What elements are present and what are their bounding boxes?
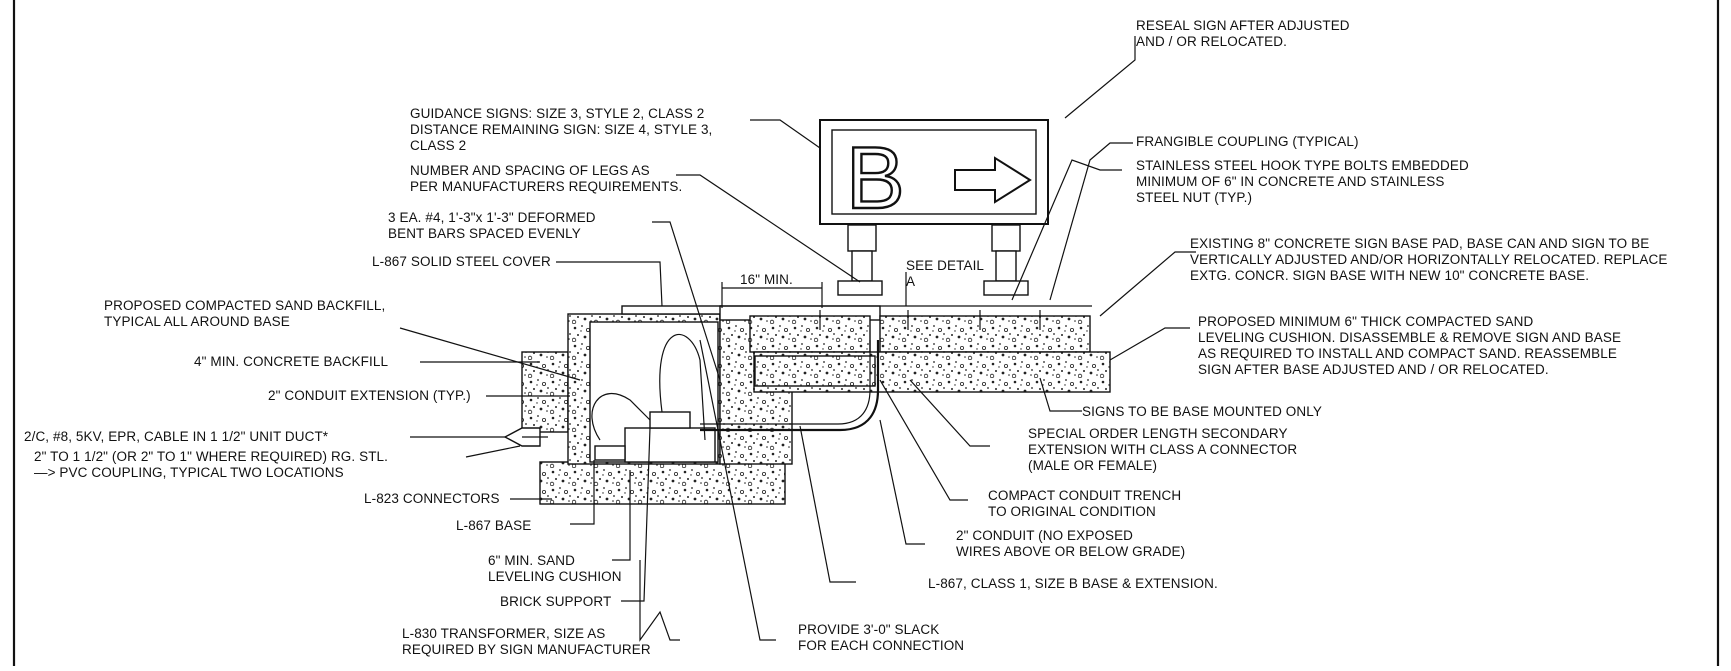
svg-text:3 EA. #4, 1'-3"x 1'-3" DEFORME: 3 EA. #4, 1'-3"x 1'-3" DEFORMED (388, 210, 596, 225)
svg-text:WIRES ABOVE OR BELOW GRADE): WIRES ABOVE OR BELOW GRADE) (956, 544, 1185, 559)
callout-brick-support: BRICK SUPPORT (500, 594, 611, 609)
svg-text:AND / OR RELOCATED.: AND / OR RELOCATED. (1136, 34, 1287, 49)
svg-text:NUMBER AND SPACING OF LEGS AS: NUMBER AND SPACING OF LEGS AS (410, 163, 650, 178)
svg-text:MINIMUM OF 6" IN CONCRETE AND: MINIMUM OF 6" IN CONCRETE AND STAINLESS (1136, 174, 1444, 189)
callout-secondary-extension: SPECIAL ORDER LENGTH SECONDARY EXTENSION… (1028, 426, 1297, 473)
svg-text:PER MANUFACTURERS REQUIREMENTS: PER MANUFACTURERS REQUIREMENTS. (410, 179, 682, 194)
svg-text:LEVELING CUSHION: LEVELING CUSHION (488, 569, 622, 584)
callout-2in-conduit: 2" CONDUIT (NO EXPOSED WIRES ABOVE OR BE… (956, 528, 1185, 559)
svg-text:PROPOSED COMPACTED SAND BACKFI: PROPOSED COMPACTED SAND BACKFILL, (104, 298, 385, 313)
callout-steel-cover: L-867 SOLID STEEL COVER (372, 254, 551, 269)
concrete-slab (539, 461, 786, 505)
svg-text:PROPOSED MINIMUM 6" THICK COMP: PROPOSED MINIMUM 6" THICK COMPACTED SAND (1198, 314, 1533, 329)
callout-l867-class: L-867, CLASS 1, SIZE B BASE & EXTENSION. (928, 576, 1218, 591)
svg-text:2" TO 1 1/2" (OR 2" TO 1" WHER: 2" TO 1 1/2" (OR 2" TO 1" WHERE REQUIRED… (34, 449, 388, 464)
callout-legs: NUMBER AND SPACING OF LEGS AS PER MANUFA… (410, 163, 682, 194)
callout-reseal: RESEAL SIGN AFTER ADJUSTED AND / OR RELO… (1136, 18, 1350, 49)
callout-l823: L-823 CONNECTORS (364, 491, 500, 506)
svg-text:TYPICAL ALL AROUND BASE: TYPICAL ALL AROUND BASE (104, 314, 290, 329)
callout-conduit-extension: 2" CONDUIT EXTENSION (TYP.) (268, 388, 471, 403)
svg-text:FOR EACH CONNECTION: FOR EACH CONNECTION (798, 638, 964, 653)
sign-base-pad-right (879, 315, 1091, 353)
svg-text:COMPACT CONDUIT TRENCH: COMPACT CONDUIT TRENCH (988, 488, 1181, 503)
callout-slack: PROVIDE 3'-0" SLACK FOR EACH CONNECTION (798, 622, 964, 653)
svg-text:6" MIN. SAND: 6" MIN. SAND (488, 553, 575, 568)
svg-text:TO ORIGINAL CONDITION: TO ORIGINAL CONDITION (988, 504, 1156, 519)
svg-text:EXTENSION WITH CLASS A CONNECT: EXTENSION WITH CLASS A CONNECTOR (1028, 442, 1297, 457)
leader-lines (399, 36, 1196, 642)
callout-leveling-cushion: PROPOSED MINIMUM 6" THICK COMPACTED SAND… (1198, 314, 1621, 377)
svg-text:L-830 TRANSFORMER, SIZE AS: L-830 TRANSFORMER, SIZE AS (402, 626, 605, 641)
sign-base-pad-left (749, 315, 871, 353)
svg-text:CLASS 2: CLASS 2 (410, 138, 466, 153)
callout-stainless-bolts: STAINLESS STEEL HOOK TYPE BOLTS EMBEDDED… (1136, 158, 1469, 205)
callout-sand-backfill: PROPOSED COMPACTED SAND BACKFILL, TYPICA… (104, 298, 385, 329)
svg-text:RESEAL SIGN AFTER ADJUSTED: RESEAL SIGN AFTER ADJUSTED (1136, 18, 1350, 33)
callout-l867-base: L-867 BASE (456, 518, 531, 533)
svg-text:AS REQUIRED TO INSTALL AND COM: AS REQUIRED TO INSTALL AND COMPACT SAND.… (1198, 346, 1617, 361)
svg-text:SPECIAL ORDER LENGTH SECONDARY: SPECIAL ORDER LENGTH SECONDARY (1028, 426, 1288, 441)
brick-support (649, 411, 691, 429)
svg-text:DISTANCE REMAINING SIGN: SIZE: DISTANCE REMAINING SIGN: SIZE 4, STYLE 3… (410, 122, 712, 137)
svg-text:GUIDANCE SIGNS: SIZE 3, STYLE: GUIDANCE SIGNS: SIZE 3, STYLE 2, CLASS 2 (410, 106, 704, 121)
svg-text:2" CONDUIT (NO EXPOSED: 2" CONDUIT (NO EXPOSED (956, 528, 1133, 543)
l830-transformer (624, 427, 716, 463)
svg-text:VERTICALLY ADJUSTED AND/OR HOR: VERTICALLY ADJUSTED AND/OR HORIZONTALLY … (1190, 252, 1667, 267)
guidance-sign: B (819, 119, 1049, 228)
svg-text:—> PVC COUPLING, TYPICAL TWO L: —> PVC COUPLING, TYPICAL TWO LOCATIONS (34, 465, 344, 480)
steel-cover (621, 305, 723, 315)
callout-cable: 2/C, #8, 5KV, EPR, CABLE IN 1 1/2" UNIT … (24, 429, 329, 444)
callout-frangible-coupling: FRANGIBLE COUPLING (TYPICAL) (1136, 134, 1359, 149)
concrete-backfill-left (521, 351, 569, 433)
svg-text:STAINLESS STEEL HOOK TYPE BOLT: STAINLESS STEEL HOOK TYPE BOLTS EMBEDDED (1136, 158, 1469, 173)
svg-text:(MALE OR FEMALE): (MALE OR FEMALE) (1028, 458, 1157, 473)
svg-text:LEVELING CUSHION. DISASSEMBLE: LEVELING CUSHION. DISASSEMBLE & REMOVE S… (1198, 330, 1621, 345)
see-detail-ref: A (906, 274, 915, 289)
see-detail-label: SEE DETAIL (906, 258, 984, 273)
svg-text:PROVIDE 3'-0" SLACK: PROVIDE 3'-0" SLACK (798, 622, 939, 637)
svg-text:REQUIRED BY SIGN MANUFACTURER: REQUIRED BY SIGN MANUFACTURER (402, 642, 651, 657)
svg-text:BENT BARS SPACED EVENLY: BENT BARS SPACED EVENLY (388, 226, 581, 241)
callout-sand-cushion: 6" MIN. SAND LEVELING CUSHION (488, 553, 622, 584)
callout-l830: L-830 TRANSFORMER, SIZE AS REQUIRED BY S… (402, 626, 651, 657)
svg-text:STEEL NUT (TYP.): STEEL NUT (TYP.) (1136, 190, 1252, 205)
callout-coupling: 2" TO 1 1/2" (OR 2" TO 1" WHERE REQUIRED… (34, 449, 388, 480)
conduit (700, 340, 880, 432)
callout-base-mounted: SIGNS TO BE BASE MOUNTED ONLY (1082, 404, 1322, 419)
cable-loop-right (659, 334, 706, 441)
callout-trench: COMPACT CONDUIT TRENCH TO ORIGINAL CONDI… (988, 488, 1181, 519)
arrow-right-icon (954, 156, 1032, 204)
svg-text:EXISTING 8" CONCRETE SIGN BASE: EXISTING 8" CONCRETE SIGN BASE PAD, BASE… (1190, 236, 1649, 251)
svg-text:SIGN AFTER BASE ADJUSTED AND /: SIGN AFTER BASE ADJUSTED AND / OR RELOCA… (1198, 362, 1549, 377)
callout-existing-pad: EXISTING 8" CONCRETE SIGN BASE PAD, BASE… (1190, 236, 1667, 283)
sign-letter: B (846, 128, 905, 227)
cable-loop-left (591, 393, 651, 441)
callout-bent-bars: 3 EA. #4, 1'-3"x 1'-3" DEFORMED BENT BAR… (388, 210, 596, 241)
dim-16-min: 16" MIN. (740, 272, 793, 287)
callout-guidance-signs: GUIDANCE SIGNS: SIZE 3, STYLE 2, CLASS 2… (410, 106, 712, 153)
sign-legs (837, 224, 1029, 296)
callout-concrete-backfill: 4" MIN. CONCRETE BACKFILL (194, 354, 388, 369)
svg-text:EXTG. CONCR. SIGN BASE WITH NE: EXTG. CONCR. SIGN BASE WITH NEW 10" CONC… (1190, 268, 1589, 283)
